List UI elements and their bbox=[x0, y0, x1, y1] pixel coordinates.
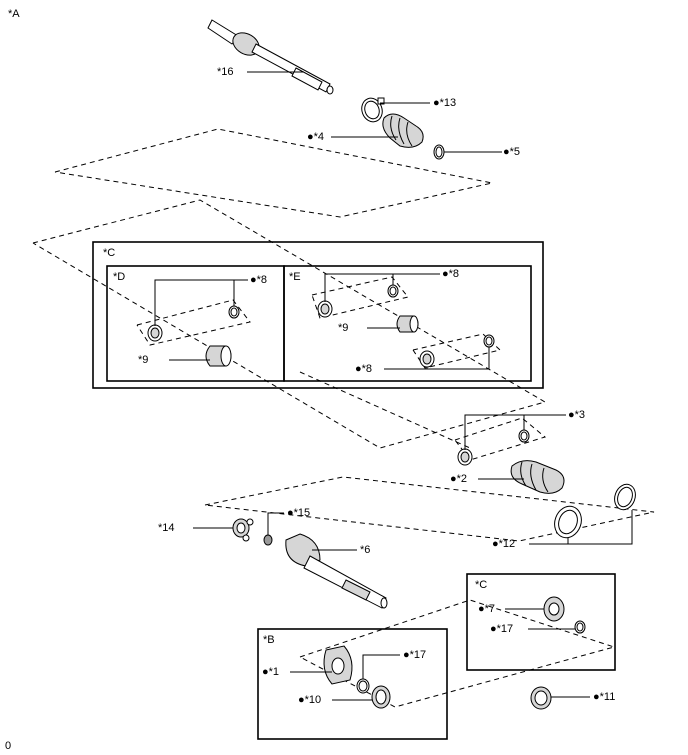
bearing-7-part bbox=[543, 596, 565, 622]
callout-1: ●*1 bbox=[262, 666, 280, 678]
callout-3: ●*3 bbox=[568, 409, 586, 421]
boot-clamp-5-part bbox=[433, 144, 445, 160]
boot-clamp-12a-part bbox=[554, 505, 582, 539]
alignment-plane-boot-lower bbox=[454, 417, 547, 461]
callout-9-d: *9 bbox=[138, 354, 149, 366]
callout-8-e-lower: ●*8 bbox=[355, 363, 373, 375]
alignment-plane-middle bbox=[32, 199, 547, 449]
callout-11: ●*11 bbox=[593, 691, 616, 703]
bracket-1-part bbox=[323, 645, 353, 685]
leader-lines bbox=[154, 71, 633, 701]
callout-10: ●*10 bbox=[298, 694, 322, 706]
inner-shaft-part bbox=[207, 19, 334, 95]
boot-clamp-d2-part bbox=[228, 305, 240, 319]
snap-ring-15-part bbox=[263, 534, 273, 546]
view-label-b: *B bbox=[263, 634, 275, 646]
callout-12: ●*12 bbox=[492, 538, 516, 550]
inboard-joint-6-part bbox=[285, 533, 388, 609]
callout-7: ●*7 bbox=[478, 603, 496, 615]
alignment-plane-bearing bbox=[299, 599, 616, 708]
view-label-c-bearing: *C bbox=[475, 579, 488, 591]
boot-clamp-e1-part bbox=[317, 300, 333, 318]
view-c-box bbox=[92, 241, 544, 389]
boot-clamp-3b-part bbox=[518, 429, 530, 443]
callout-6: *6 bbox=[360, 544, 371, 556]
boot-clamp-e4-part bbox=[483, 334, 495, 348]
callout-17-c: ●*17 bbox=[490, 623, 514, 635]
view-label-c: *C bbox=[103, 247, 116, 259]
callout-17-b: ●*17 bbox=[403, 649, 427, 661]
boot-clamp-e2-part bbox=[387, 284, 399, 298]
boot-clamp-12b-part bbox=[614, 483, 636, 511]
snap-ring-17a-part bbox=[574, 620, 586, 634]
boot-clamp-13-part bbox=[361, 97, 385, 123]
dust-seal-10-part bbox=[371, 685, 391, 709]
boot-clamp-d1-part bbox=[147, 324, 163, 342]
boot-clamp-3a-part bbox=[457, 448, 473, 466]
callout-13: ●*13 bbox=[433, 97, 457, 109]
callout-2: ●*2 bbox=[450, 473, 468, 485]
boot-clamp-e3-part bbox=[419, 350, 435, 368]
callout-9-e: *9 bbox=[338, 322, 349, 334]
callout-8-e: ●*8 bbox=[442, 268, 460, 280]
callout-8-d: ●*8 bbox=[250, 274, 268, 286]
view-label-d: *D bbox=[113, 271, 126, 283]
view-c-bearing-box bbox=[466, 573, 616, 671]
boot-4-part bbox=[382, 113, 424, 148]
view-b-box bbox=[257, 628, 448, 740]
alignment-axis-inner bbox=[299, 371, 471, 449]
tripod-14-part bbox=[232, 518, 254, 542]
alignment-plane-e-top bbox=[311, 276, 409, 319]
view-label-e: *E bbox=[289, 271, 301, 283]
callout-4: ●*4 bbox=[307, 131, 325, 143]
alignment-plane-lower bbox=[204, 476, 655, 542]
callout-5: ●*5 bbox=[503, 146, 521, 158]
figure-code: 0 bbox=[5, 740, 12, 752]
damper-e-part bbox=[396, 315, 419, 333]
damper-d-part bbox=[205, 345, 232, 367]
view-label-a: *A bbox=[8, 8, 20, 20]
view-e-box bbox=[283, 265, 532, 382]
alignment-plane-e-bottom bbox=[412, 333, 502, 369]
callout-14: *14 bbox=[158, 522, 175, 534]
callout-16: *16 bbox=[217, 66, 234, 78]
callout-15: ●*15 bbox=[287, 507, 311, 519]
boot-2-part bbox=[510, 460, 565, 494]
alignment-plane-upper bbox=[54, 128, 493, 218]
alignment-plane-d bbox=[136, 299, 251, 346]
snap-ring-17b-part bbox=[356, 678, 370, 694]
dust-seal-11-part bbox=[530, 686, 552, 710]
